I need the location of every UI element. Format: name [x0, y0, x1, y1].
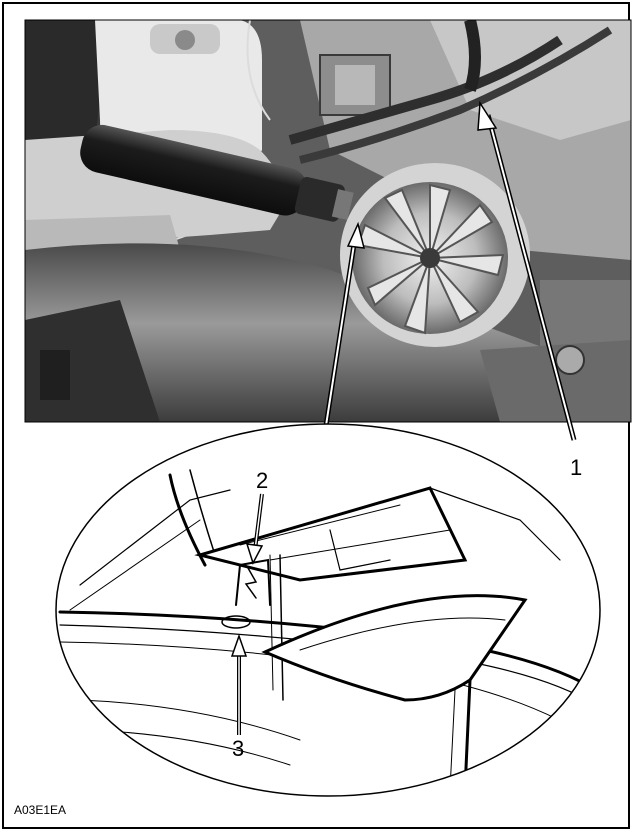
fan-blades: [356, 183, 505, 335]
detail-view: [55, 423, 601, 797]
callout-1-arrow: [477, 100, 577, 441]
figure-reference-code: A03E1EA: [14, 803, 67, 817]
callout-label-3: 3: [232, 736, 245, 761]
engine-photo: [25, 20, 631, 422]
detail-leader-arrow: [322, 221, 365, 433]
callout-label-2: 2: [256, 468, 269, 493]
callout-label-1: 1: [570, 455, 583, 480]
callout-3-arrow: [230, 633, 248, 735]
callout-2-arrow: [245, 493, 264, 565]
